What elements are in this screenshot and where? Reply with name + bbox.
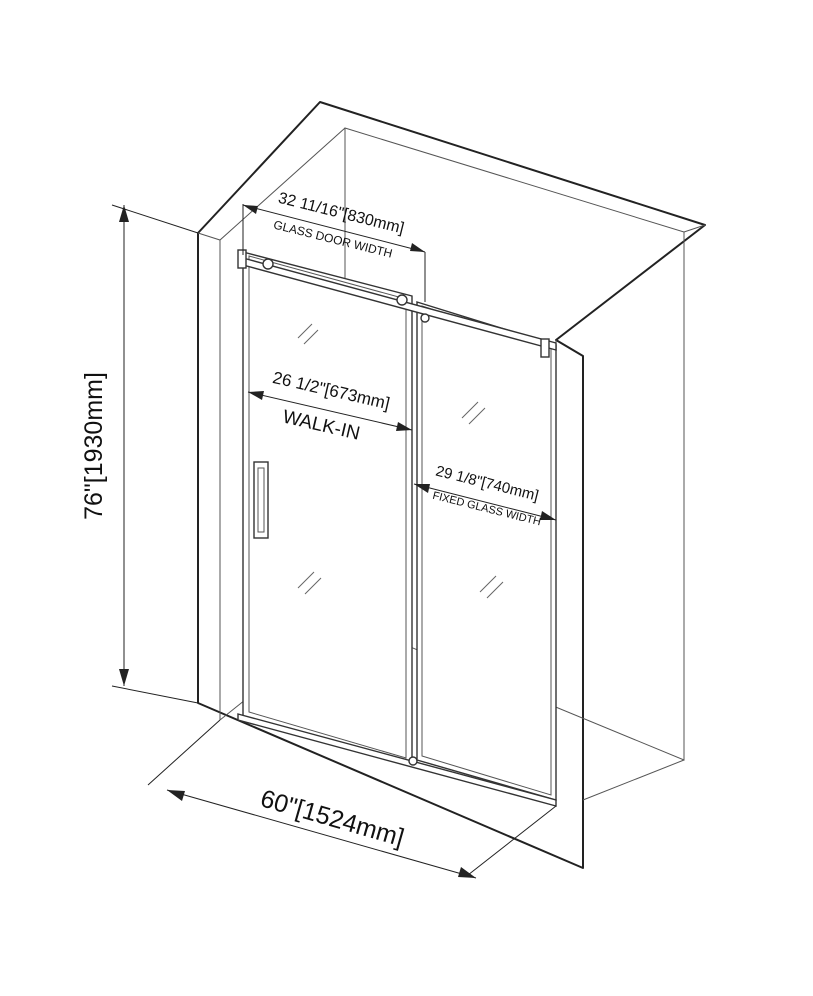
height-dimension-label: 76"[1930mm] (80, 372, 108, 520)
rail-stop (420, 313, 430, 323)
fixed-glass-panel (416, 301, 557, 801)
right-wall-inner (582, 224, 706, 801)
door-handle (253, 461, 269, 539)
roller-left (262, 258, 274, 270)
floor-guide (408, 756, 418, 766)
width-dimension-label: 60"[1524mm] (257, 784, 407, 852)
sliding-door-inner-edge (248, 255, 407, 759)
walkin-dimension-line (247, 391, 413, 431)
glass-reflection-marks (297, 323, 504, 599)
door-handle-grip (257, 467, 265, 533)
fixed-width-dimension-line (413, 483, 557, 521)
wall-bracket-left (237, 249, 247, 269)
width-dimension-line (147, 719, 557, 879)
door-width-dimension-line (242, 204, 426, 302)
height-dimension-line (111, 204, 199, 704)
shower-door (237, 249, 557, 807)
roller-right (396, 294, 408, 306)
wall-bracket-right (540, 338, 550, 358)
